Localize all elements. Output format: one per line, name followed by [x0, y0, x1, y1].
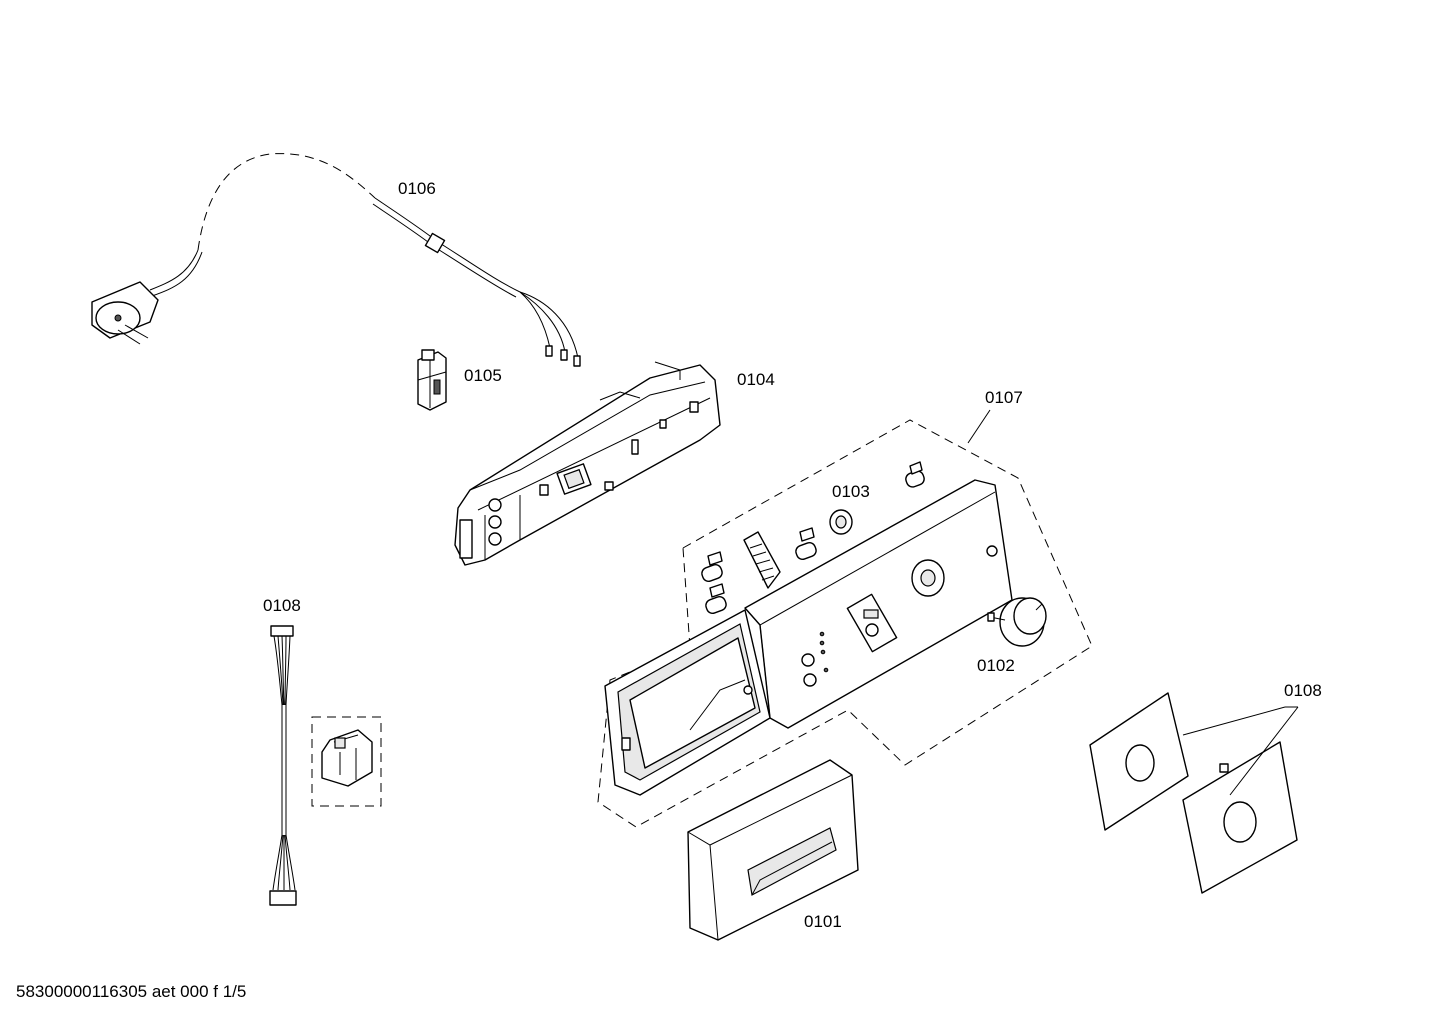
buttons-0103 [701, 461, 925, 615]
label-0106: 0106 [398, 179, 436, 198]
document-id: 58300000116305 aet 000 f 1/5 [16, 982, 247, 1001]
decor-panels-0108 [1089, 692, 1299, 894]
label-0103: 0103 [832, 482, 870, 501]
wiring-harness-0108 [269, 625, 382, 906]
label-0108-left: 0108 [263, 596, 301, 615]
label-0101: 0101 [804, 912, 842, 931]
switch-0105 [417, 349, 447, 411]
label-0108-right: 0108 [1284, 681, 1322, 700]
label-0105: 0105 [464, 366, 502, 385]
control-panel-0107 [604, 479, 1013, 796]
label-0104: 0104 [737, 370, 775, 389]
knob-0102 [987, 597, 1047, 647]
control-module-0104 [454, 361, 721, 566]
label-0107: 0107 [985, 388, 1023, 407]
drawer-front-0101 [687, 759, 859, 941]
label-0102: 0102 [977, 656, 1015, 675]
power-cable-0106 [91, 153, 581, 367]
